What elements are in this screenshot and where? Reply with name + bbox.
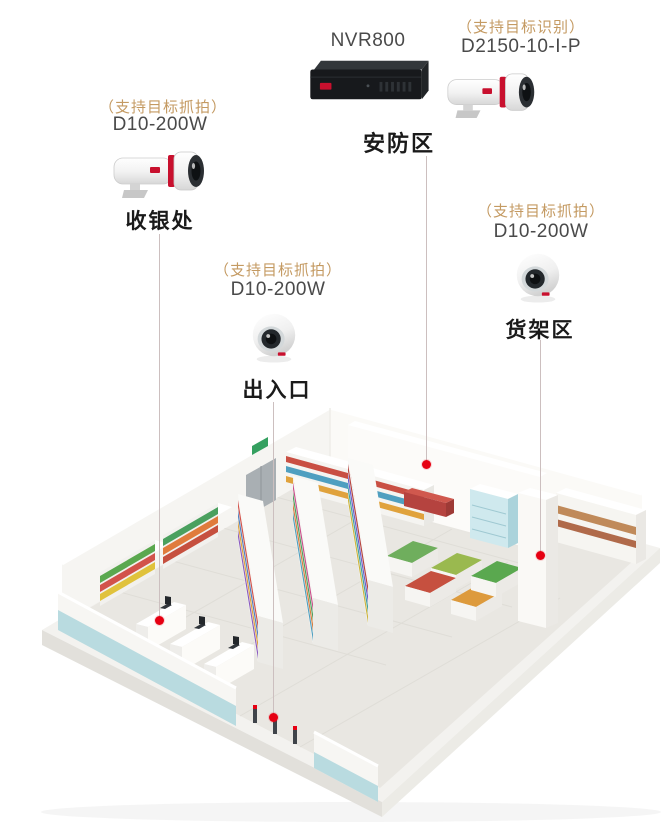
entrance-location-label: 出入口 <box>242 379 312 402</box>
security-capability-label: （支持目标识别） <box>456 19 586 36</box>
security-bullet-camera-icon <box>444 64 540 124</box>
security-zone-label: 安防区 <box>362 131 436 156</box>
shelf-location-marker <box>535 550 545 560</box>
cashier-connector-line <box>159 234 160 618</box>
pillar <box>518 488 558 628</box>
entrance-dome-camera-icon <box>245 310 303 364</box>
shelf-model-label: D10-200W <box>493 221 589 242</box>
cashier-model-label: D10-200W <box>112 114 208 135</box>
security-connector-line <box>426 156 427 462</box>
storefront <box>57 590 379 802</box>
wall-produce-shelves <box>100 503 232 606</box>
entrance-location-marker <box>268 712 278 722</box>
shelf-connector-line <box>540 340 541 553</box>
cashier-capability-label: （支持目标抓拍） <box>98 99 228 116</box>
gondola-shelves <box>238 458 393 669</box>
shelf-capability-label: （支持目标抓拍） <box>476 203 606 220</box>
nvr-model-label: NVR800 <box>330 30 406 51</box>
security-camera-model-label: D2150-10-I-P <box>460 36 582 57</box>
shelf-location-label: 货架区 <box>505 319 575 342</box>
nvr-recorder-icon <box>304 56 432 106</box>
shelf-dome-camera-icon <box>509 250 567 304</box>
entrance-capability-label: （支持目标抓拍） <box>213 262 343 279</box>
cashier-location-label: 收银处 <box>125 210 195 233</box>
entrance-model-label: D10-200W <box>230 279 326 300</box>
cashier-location-marker <box>154 615 164 625</box>
produce-tables <box>387 541 522 621</box>
entrance-connector-line <box>273 402 274 715</box>
cashier-bullet-camera-icon <box>110 142 210 204</box>
security-location-marker <box>421 459 431 469</box>
